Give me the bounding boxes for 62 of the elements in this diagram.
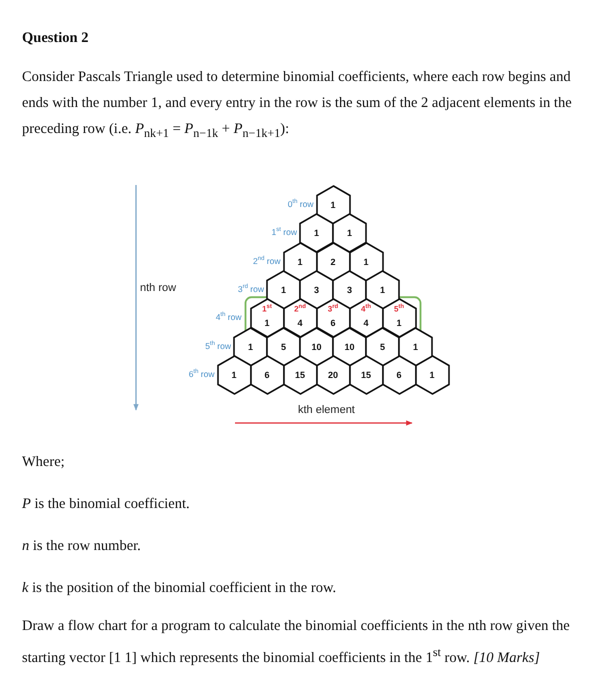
cell-value: 10: [343, 342, 356, 352]
cell-value: 1: [346, 228, 353, 238]
cell-value: 6: [263, 370, 270, 380]
hexagon-cell: [382, 356, 416, 394]
cell-value: 3: [312, 284, 320, 295]
row-label: 4$^{th}$ row: [216, 312, 242, 322]
question-paragraph: Draw a flow chart for a program to calculate the binomial coefficients in the nth row given the starting vector [1 1] which represents the binomial coefficients in the 1$^{st}$ row. [10 Marks]: [22, 617, 571, 668]
hexagon-cell: [350, 242, 382, 281]
cell-value: 1: [230, 370, 238, 380]
cell-value: 1: [246, 342, 254, 352]
hexagon-cell: [316, 356, 350, 394]
cell-value: 1: [263, 318, 270, 328]
row-label: 2$^{nd}$ row: [253, 256, 280, 266]
cell-value: 1: [362, 256, 370, 267]
row-label: 6$^{th}$ row: [188, 368, 214, 379]
hexagon-cell: [399, 328, 432, 366]
ordinal-mark: 2$^{nd}$: [293, 303, 307, 314]
hexagon-cell: [250, 356, 284, 394]
row-label: 1$^{st}$ row: [272, 227, 297, 238]
cell-value: 1: [280, 284, 287, 295]
cell-value: 6: [329, 318, 336, 328]
ordinal-mark: 1$^{st}$: [261, 303, 273, 314]
cell-value: 5: [280, 342, 287, 352]
cell-value: 15: [360, 370, 372, 380]
hexagon-cell: [284, 356, 316, 394]
cell-value: 3: [346, 284, 353, 295]
cell-value: 6: [395, 370, 402, 380]
hexagon-cell: [218, 356, 250, 394]
question-paragraph: Consider Pascals Triangle used to determine binomial coefficients, where each row begins and ends with the number 1, and every entry in the row is the sum of the 2 adjacent elements in the preceding row (i.e. P$_{nk+1}$ = P$_{n−1k}$ + P$_{n−1k+1}$):: [22, 68, 573, 142]
text-line: P is the binomial coefficient.: [22, 495, 190, 514]
hexagon-cell: [333, 214, 366, 252]
cell-value: 1: [412, 342, 419, 352]
row-label: 5$^{th}$ row: [205, 340, 231, 350]
cell-value: 5: [378, 342, 386, 352]
ordinal-mark: 4$^{th}$: [360, 303, 372, 314]
cell-value: 1: [428, 370, 436, 380]
hexagon-cell: [300, 214, 333, 252]
text-line: n is the row number.: [22, 537, 141, 556]
cell-value: 15: [294, 370, 306, 380]
hexagon-cell: [316, 186, 350, 224]
hexagon-cell: [350, 356, 382, 394]
cell-value: 1: [378, 284, 386, 295]
cell-value: 1: [329, 200, 336, 210]
cell-value: 1: [395, 318, 402, 328]
cell-value: 4: [296, 318, 304, 328]
axis-label: kth element: [298, 403, 355, 417]
question-heading: Question 2: [22, 29, 88, 48]
cell-value: 4: [362, 318, 370, 328]
axis-label: nth row: [140, 281, 176, 295]
ordinal-mark: 5$^{th}$: [392, 303, 406, 314]
cell-value: 20: [326, 370, 339, 380]
ordinal-mark: 3$^{rd}$: [326, 303, 340, 314]
cell-value: 1: [296, 256, 304, 267]
cell-value: 1: [312, 228, 320, 238]
cell-value: 10: [310, 342, 322, 352]
row-label: 0$^{th}$ row: [288, 199, 314, 209]
text-line: k is the position of the binomial coefficient in the row.: [22, 579, 336, 598]
cell-value: 2: [329, 256, 336, 267]
hexagon-cell: [416, 356, 448, 394]
text-line: Where;: [22, 453, 65, 472]
hexagon-cell: [382, 299, 416, 338]
row-label: 3$^{rd}$ row: [238, 284, 264, 294]
